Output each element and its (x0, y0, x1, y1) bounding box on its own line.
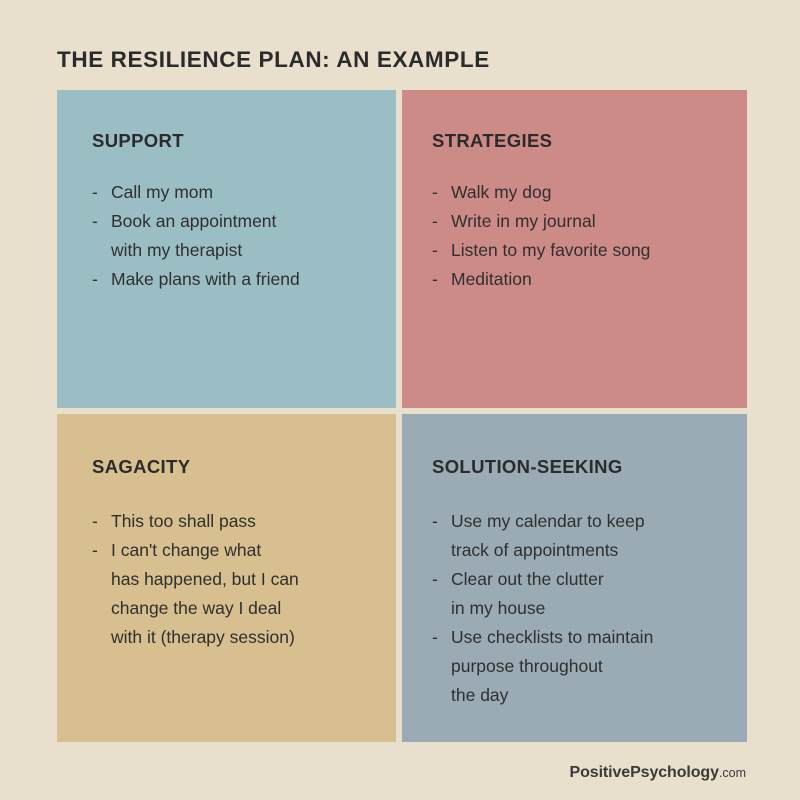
list-item: -Write in my journal (432, 207, 733, 236)
bullet-dash: - (432, 569, 438, 589)
list-item-text: Listen to my favorite song (451, 240, 651, 260)
quadrant-support: SUPPORT -Call my mom-Book an appointment… (57, 90, 402, 414)
list-item-text: Make plans with a friend (111, 269, 300, 289)
quadrant-sagacity-content: SAGACITY -This too shall pass-I can't ch… (92, 456, 382, 652)
list-item: -Walk my dog (432, 178, 733, 207)
quadrant-solution-seeking-heading: SOLUTION-SEEKING (432, 456, 623, 477)
list-item: -Make plans with a friend (92, 265, 382, 294)
list-item-text: Meditation (451, 269, 532, 289)
quadrant-sagacity-panel: SAGACITY -This too shall pass-I can't ch… (57, 414, 396, 742)
list-item-text: Write in my journal (451, 211, 596, 231)
list-item: -I can't change what has happened, but I… (92, 536, 382, 652)
list-item-text: Use checklists to maintain purpose throu… (451, 627, 654, 705)
quadrant-sagacity-heading: SAGACITY (92, 456, 191, 477)
list-item-text: Walk my dog (451, 182, 552, 202)
footer-brand: PositivePsychology.com (570, 764, 746, 782)
list-item: -Use my calendar to keep track of appoin… (432, 507, 733, 565)
bullet-dash: - (92, 511, 98, 531)
quadrant-support-panel: SUPPORT -Call my mom-Book an appointment… (57, 90, 396, 408)
list-item-text: Book an appointment with my therapist (111, 211, 277, 260)
list-item-text: Call my mom (111, 182, 214, 202)
quadrant-strategies: STRATEGIES -Walk my dog-Write in my jour… (402, 90, 747, 414)
bullet-dash: - (92, 269, 98, 289)
footer-brand-tld: .com (718, 766, 746, 780)
quadrant-solution-seeking: SOLUTION-SEEKING -Use my calendar to kee… (402, 414, 747, 742)
list-item-text: This too shall pass (111, 511, 256, 531)
footer-brand-name: PositivePsychology (569, 764, 719, 781)
list-item: -Listen to my favorite song (432, 236, 733, 265)
quadrant-solution-seeking-content: SOLUTION-SEEKING -Use my calendar to kee… (432, 456, 733, 710)
quadrant-sagacity-list: -This too shall pass-I can't change what… (92, 507, 382, 652)
list-item: -Meditation (432, 265, 733, 294)
bullet-dash: - (432, 182, 438, 202)
quadrant-support-heading: SUPPORT (92, 130, 184, 151)
quadrant-strategies-content: STRATEGIES -Walk my dog-Write in my jour… (432, 130, 733, 294)
list-item: -Clear out the clutter in my house (432, 565, 733, 623)
list-item-text: Clear out the clutter in my house (451, 569, 604, 618)
bullet-dash: - (432, 627, 438, 647)
page-title: THE RESILIENCE PLAN: AN EXAMPLE (57, 47, 490, 72)
list-item-text: Use my calendar to keep track of appoint… (451, 511, 645, 560)
bullet-dash: - (92, 540, 98, 560)
quadrant-strategies-heading: STRATEGIES (432, 130, 553, 151)
quadrant-support-list: -Call my mom-Book an appointment with my… (92, 178, 382, 294)
resilience-plan-grid: SUPPORT -Call my mom-Book an appointment… (57, 90, 747, 742)
bullet-dash: - (92, 211, 98, 231)
quadrant-sagacity: SAGACITY -This too shall pass-I can't ch… (57, 414, 402, 742)
quadrant-solution-seeking-panel: SOLUTION-SEEKING -Use my calendar to kee… (402, 414, 747, 742)
list-item: -Book an appointment with my therapist (92, 207, 382, 265)
bullet-dash: - (432, 211, 438, 231)
bullet-dash: - (92, 182, 98, 202)
quadrant-strategies-panel: STRATEGIES -Walk my dog-Write in my jour… (402, 90, 747, 408)
list-item-text: I can't change what has happened, but I … (111, 540, 299, 647)
list-item: -This too shall pass (92, 507, 382, 536)
bullet-dash: - (432, 511, 438, 531)
quadrant-support-content: SUPPORT -Call my mom-Book an appointment… (92, 130, 382, 294)
list-item: -Call my mom (92, 178, 382, 207)
bullet-dash: - (432, 240, 438, 260)
quadrant-strategies-list: -Walk my dog-Write in my journal-Listen … (432, 178, 733, 294)
quadrant-solution-seeking-list: -Use my calendar to keep track of appoin… (432, 507, 733, 710)
bullet-dash: - (432, 269, 438, 289)
list-item: -Use checklists to maintain purpose thro… (432, 623, 733, 710)
